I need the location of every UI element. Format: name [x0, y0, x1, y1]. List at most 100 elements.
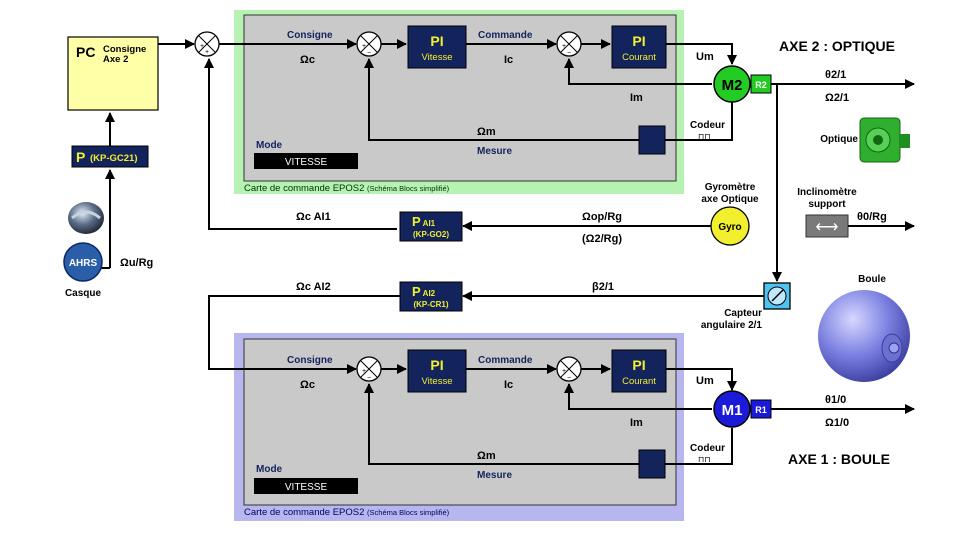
pc-box: [67, 36, 159, 111]
card2-sum2: +−: [556, 31, 582, 57]
capteur-needle: [771, 289, 784, 302]
gyro-title1: Gyromètre: [705, 182, 756, 193]
ai1-in2: (Ω2/Rg): [582, 233, 622, 245]
gyro-label: Gyro: [718, 222, 741, 233]
card2-wire-pi-motor: [666, 43, 737, 65]
motor-m2-label: M2: [722, 77, 743, 94]
boule-label: Boule: [858, 274, 886, 285]
svg-text:−: −: [367, 375, 371, 382]
helmet-image: [68, 202, 104, 234]
card2-sum1: +−: [356, 31, 382, 57]
ai1-omega: Ωc AI1: [296, 211, 331, 223]
incl-title1: Inclinomètre: [797, 187, 857, 198]
card1-wire-enc: [665, 428, 733, 465]
motor-m2: [713, 65, 751, 103]
card1-omega-m: Ωm: [477, 450, 496, 462]
pc-sub1: Consigne: [103, 44, 146, 55]
helmet-visor: [71, 210, 101, 220]
card2-omega-m: Ωm: [477, 126, 496, 138]
card1-codeur-sym: ⊓⊓: [698, 455, 710, 464]
axis2-title: AXE 2 : OPTIQUE: [779, 38, 895, 54]
card1-caption: Carte de commande EPOS2 (Schéma Blocs si…: [244, 507, 450, 518]
card1-wire-pi-motor: [666, 368, 737, 391]
card1-mode-box: [254, 478, 358, 494]
p-ai1-box: [399, 211, 463, 242]
incl-out: θ0/Rg: [857, 211, 887, 223]
card2-omega-c: Ωc: [300, 54, 315, 66]
ahrs-caption: Casque: [65, 288, 102, 299]
ahrs-circle: [63, 242, 103, 282]
kp-gc21-p: P: [76, 149, 85, 165]
card2-ic: Ic: [504, 54, 513, 66]
card2-mode-box: [254, 153, 358, 169]
out1-omega: Ω1/0: [825, 417, 849, 429]
axis1-title: AXE 1 : BOULE: [788, 451, 890, 467]
motor-m1: [713, 390, 751, 428]
card1-pi-label: PI: [430, 357, 443, 373]
card1-omega-c: Ωc: [300, 379, 315, 391]
card1-mode-value: VITESSE: [285, 482, 328, 493]
svg-text:−: −: [567, 50, 571, 57]
card1-wire-wm: [364, 383, 639, 465]
optique-label: Optique: [820, 134, 858, 145]
card2-pi2-label: PI: [632, 33, 645, 49]
card2-encoder-block: [638, 125, 666, 155]
ai2-omega: Ωc AI2: [296, 281, 331, 293]
svg-text:+: +: [562, 368, 566, 375]
capteur-l2: angulaire 2/1: [701, 320, 763, 331]
card1-sum2: +−: [556, 356, 582, 382]
p-ai2-box: [399, 281, 463, 312]
card1-encoder-block: [638, 449, 666, 479]
motor-m1-label: M1: [722, 402, 743, 419]
card1-wire-im: [564, 383, 712, 410]
card1-consigne: Consigne: [287, 355, 333, 366]
card1-sum1: +−: [356, 356, 382, 382]
card2-courant-label: Courant: [622, 52, 656, 63]
card1-ic: Ic: [504, 379, 513, 391]
card1-mode: Mode: [256, 464, 283, 475]
card2-vitesse-label: Vitesse: [422, 52, 453, 63]
card2-pi-vitesse: [407, 25, 467, 69]
card2-im: Im: [630, 92, 643, 104]
card2-mode-value: VITESSE: [285, 157, 328, 168]
reducer-r2-label: R2: [755, 80, 767, 90]
p-ai2-kp: (KP-CR1): [413, 300, 448, 309]
ai1-in1: Ωop/Rg: [582, 211, 622, 223]
inclinometer-arrows: ⟷: [816, 219, 839, 236]
card2-mesure: Mesure: [477, 146, 512, 157]
svg-text:−: −: [567, 375, 571, 382]
out2-omega: Ω2/1: [825, 92, 849, 104]
card1-pi-vitesse: [407, 349, 467, 393]
incl-title2: support: [808, 199, 846, 210]
omega-u-label: Ωu/Rg: [120, 257, 153, 269]
sum0: ++: [194, 31, 220, 57]
card2-codeur: Codeur: [690, 120, 725, 131]
card2-wire-enc: [665, 102, 733, 141]
pc-sub2: Axe 2: [103, 54, 128, 65]
pc-title: PC: [76, 44, 95, 60]
card1-courant-label: Courant: [622, 376, 656, 387]
card1-vitesse-label: Vitesse: [422, 376, 453, 387]
svg-text:+: +: [200, 43, 204, 50]
ahrs-label: AHRS: [69, 258, 98, 269]
card2-commande: Commande: [478, 30, 533, 41]
kp-gc21-label: (KP-GC21): [90, 153, 138, 164]
wire-ai2-sum1b: [208, 295, 400, 374]
card1-pi2-label: PI: [632, 357, 645, 373]
svg-text:+: +: [362, 43, 366, 50]
out1-theta: θ1/0: [825, 394, 846, 406]
card2-pi-label: PI: [430, 33, 443, 49]
card2-um: Um: [696, 51, 714, 63]
card1-um: Um: [696, 375, 714, 387]
wire-ai1-sum0: [204, 58, 397, 230]
card1-codeur: Codeur: [690, 443, 725, 454]
card2-codeur-sym: ⊓⊓: [698, 132, 710, 141]
svg-text:+: +: [562, 43, 566, 50]
card2-mode: Mode: [256, 140, 283, 151]
card2-consigne: Consigne: [287, 30, 333, 41]
card2-wire-wm: [364, 58, 639, 141]
card1-mesure: Mesure: [477, 470, 512, 481]
